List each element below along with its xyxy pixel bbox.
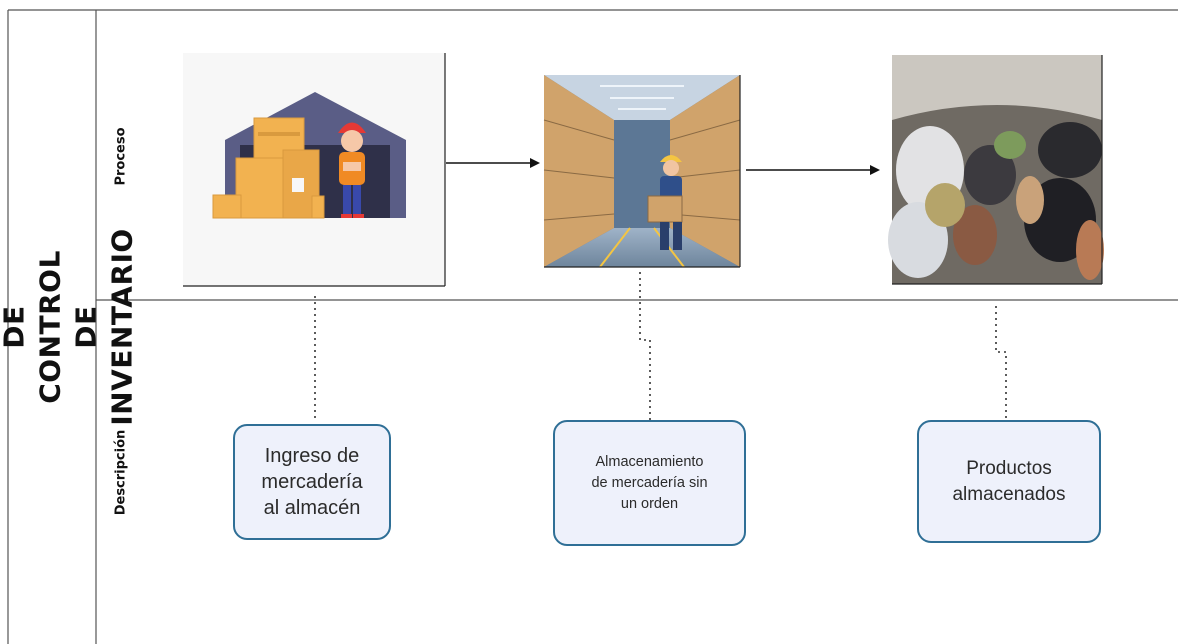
diagram-title: PROCESO DE CONTROL DE INVENTARIO (0, 10, 139, 644)
description-box-almacenamiento: Almacenamiento de mercadería sin un orde… (553, 420, 746, 546)
lane-label-descripcion-text: Descripción (113, 429, 129, 515)
warehouse-worker-illustration (183, 53, 446, 287)
lane-label-proceso-text: Proceso (113, 126, 129, 186)
lane-label-descripcion: Descripción (96, 302, 146, 642)
warehouse-aisle-worker-illustration (543, 75, 741, 268)
dotted-connectors (314, 272, 1007, 422)
description-text-ingreso: Ingreso de mercadería al almacén (261, 445, 363, 519)
stored-products-photo (888, 55, 1104, 285)
description-box-ingreso: Ingreso de mercadería al almacén (233, 424, 391, 540)
flow-arrows (446, 158, 880, 175)
connector-step3 (995, 306, 1007, 418)
swimlane-frame (7, 9, 1178, 644)
description-text-productos: Productos almacenados (952, 457, 1066, 505)
description-box-productos: Productos almacenados (917, 420, 1101, 543)
description-text-almacenamiento: Almacenamiento de mercadería sin un orde… (591, 453, 708, 512)
connector-step2 (639, 272, 651, 420)
lane-label-proceso: Proceso (96, 12, 146, 300)
